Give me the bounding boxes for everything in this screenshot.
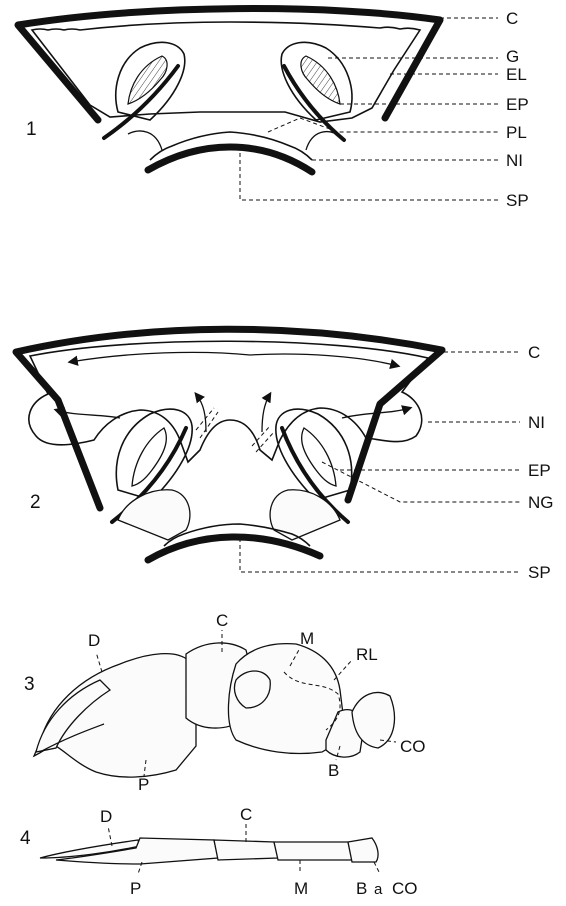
figure-2-cross-section: 2 C NI EP NG SP	[16, 329, 554, 582]
fig4-label-a: a	[374, 881, 383, 898]
flow-arrow-center-right	[262, 394, 270, 432]
fig2-label-c: C	[528, 343, 540, 362]
fig3-label-b: B	[328, 761, 339, 780]
flow-arrow-top	[70, 352, 250, 362]
right-leg-base	[270, 490, 340, 540]
figure-1-cross-section: 1 C G EL EP PL NI SP	[18, 9, 529, 210]
fig1-number: 1	[26, 119, 37, 140]
fig3-number: 3	[24, 674, 35, 695]
fig1-label-g: G	[506, 47, 519, 66]
fig4-label-c: C	[240, 805, 252, 824]
left-gill	[132, 428, 166, 486]
fig1-label-el: EL	[506, 65, 527, 84]
fig3-label-co: CO	[400, 737, 426, 756]
fig3-label-p: P	[138, 775, 149, 794]
fig3-label-m: M	[300, 629, 314, 648]
fig4-label-co: CO	[392, 879, 418, 898]
fig4-label-m: M	[294, 879, 308, 898]
fig1-label-sp: SP	[506, 191, 529, 210]
right-flow-dash-2	[256, 432, 274, 452]
leg-basis-coxa	[348, 838, 378, 862]
fig1-label-ep: EP	[506, 95, 529, 114]
left-gill-chamber	[116, 409, 192, 500]
carapace-outline	[16, 329, 442, 508]
fig4-label-d: D	[100, 807, 112, 826]
flow-arrow-center-left	[196, 394, 206, 432]
fig4-label-p: P	[130, 879, 141, 898]
fig2-label-ep: EP	[528, 461, 551, 480]
ventral-link-left	[128, 131, 162, 150]
carapace-outline	[18, 9, 440, 120]
fig3-label-c: C	[216, 611, 228, 630]
fig2-label-ng: NG	[528, 493, 554, 512]
left-flow-dash	[196, 408, 214, 430]
fig1-label-c: C	[506, 9, 518, 28]
fig2-label-sp: SP	[528, 563, 551, 582]
fig2-number: 2	[30, 492, 41, 513]
fig2-label-ni: NI	[528, 413, 545, 432]
fig4-label-b: B	[356, 879, 367, 898]
flow-arrow-top-right	[250, 354, 398, 366]
leg-merus	[274, 842, 352, 860]
right-gill	[301, 56, 340, 104]
figure-4-walking-leg: 4 D C P M B a CO	[20, 805, 418, 898]
leg-carpus	[214, 840, 278, 860]
fig3-label-d: D	[88, 631, 100, 650]
fig3-label-rl: RL	[356, 645, 378, 664]
left-leg-base	[118, 490, 190, 540]
sternal-plate	[148, 537, 320, 560]
left-gill	[128, 56, 167, 104]
figure-3-cheliped: 3 D C M RL P B CO	[24, 611, 426, 794]
sternal-plate	[148, 147, 312, 172]
fig1-label-ni: NI	[506, 151, 523, 170]
fig1-label-pl: PL	[506, 123, 527, 142]
fig4-number: 4	[20, 828, 31, 849]
